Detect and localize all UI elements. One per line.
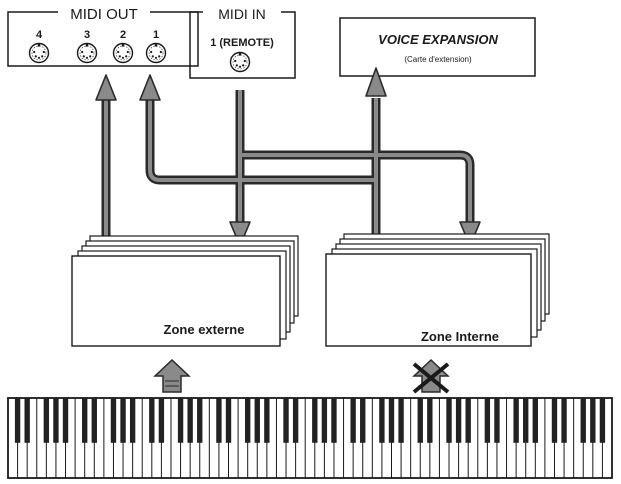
arrow-up-icon <box>365 67 387 97</box>
piano-keyboard <box>7 397 613 479</box>
black-key <box>494 398 500 443</box>
black-key <box>149 398 155 443</box>
din-socket-icon <box>145 42 167 64</box>
keyboard-frame <box>7 397 613 479</box>
zone-externe-label: Zone externe <box>164 322 245 337</box>
midi-out-port-1: 1 <box>145 29 167 64</box>
midi-out-port-label: 4 <box>36 29 43 41</box>
black-key <box>561 398 567 443</box>
black-key <box>523 398 529 443</box>
black-key <box>427 398 433 443</box>
black-key <box>484 398 491 443</box>
black-key <box>225 398 232 443</box>
black-key <box>417 398 423 443</box>
black-key <box>360 398 366 443</box>
black-key <box>283 398 289 443</box>
zone-interne-label: Zone Interne <box>421 329 499 344</box>
black-key <box>388 398 395 443</box>
black-key <box>465 398 471 443</box>
black-key <box>187 398 193 443</box>
midi-out-port-3: 3 <box>76 29 98 64</box>
black-key <box>312 398 318 443</box>
keyboard-to-external-arrow-icon <box>153 358 191 393</box>
black-key <box>158 398 165 443</box>
midi-in-box: MIDI IN 1 (REMOTE) <box>189 6 296 79</box>
black-key <box>82 398 88 443</box>
black-key <box>264 398 270 443</box>
din-socket-icon <box>112 42 134 64</box>
black-key <box>177 398 184 443</box>
black-key <box>244 398 251 443</box>
midi-in-subtitle: 1 (REMOTE) <box>210 37 274 49</box>
zone-interne: Zone Interne <box>325 233 550 347</box>
black-key <box>379 398 385 443</box>
black-key <box>292 398 299 443</box>
voice-expansion-title: VOICE EXPANSION <box>378 32 498 47</box>
din-socket-icon <box>229 51 251 73</box>
din-socket-icon <box>28 42 50 64</box>
black-key <box>91 398 97 443</box>
arrow-up-icon <box>95 74 117 101</box>
black-key <box>551 398 558 443</box>
black-key <box>43 398 50 443</box>
black-key <box>580 398 586 443</box>
black-key <box>24 398 30 443</box>
voice-expansion-box: VOICE EXPANSION (Carte d'extension) <box>339 17 536 77</box>
black-key <box>446 398 452 443</box>
midi-out-port-label: 1 <box>153 29 159 41</box>
midi-out-port-label: 2 <box>120 29 126 41</box>
black-key <box>120 398 126 443</box>
black-key <box>321 398 328 443</box>
midi-in-title: MIDI IN <box>218 6 265 22</box>
midi-out-port-4: 4 <box>28 29 50 64</box>
black-key <box>129 398 136 443</box>
black-key <box>62 398 69 443</box>
black-key <box>331 398 337 443</box>
black-key <box>455 398 462 443</box>
zone-externe: Zone externe <box>71 235 299 347</box>
midi-out-port-2: 2 <box>112 29 134 64</box>
black-key <box>110 398 117 443</box>
black-key <box>590 398 596 443</box>
black-key <box>197 398 203 443</box>
black-key <box>350 398 356 443</box>
black-key <box>532 398 538 443</box>
keyboard-to-internal-blocked-icon <box>412 358 450 394</box>
black-key <box>14 398 21 443</box>
midi-out-box: MIDI OUT 4 3 2 1 <box>7 6 199 67</box>
black-key <box>599 398 606 443</box>
black-key <box>398 398 404 443</box>
arrow-up-icon <box>139 74 161 101</box>
voice-expansion-subtitle: (Carte d'extension) <box>404 55 472 64</box>
din-socket-icon <box>76 42 98 64</box>
black-key <box>513 398 519 443</box>
arrowheads <box>95 67 481 247</box>
arrow-down-icon <box>229 221 251 247</box>
black-key <box>254 398 260 443</box>
midi-out-port-label: 3 <box>84 29 90 41</box>
black-key <box>53 398 59 443</box>
black-key <box>216 398 222 443</box>
signal-routing <box>101 90 475 255</box>
midi-out-title: MIDI OUT <box>70 6 138 23</box>
